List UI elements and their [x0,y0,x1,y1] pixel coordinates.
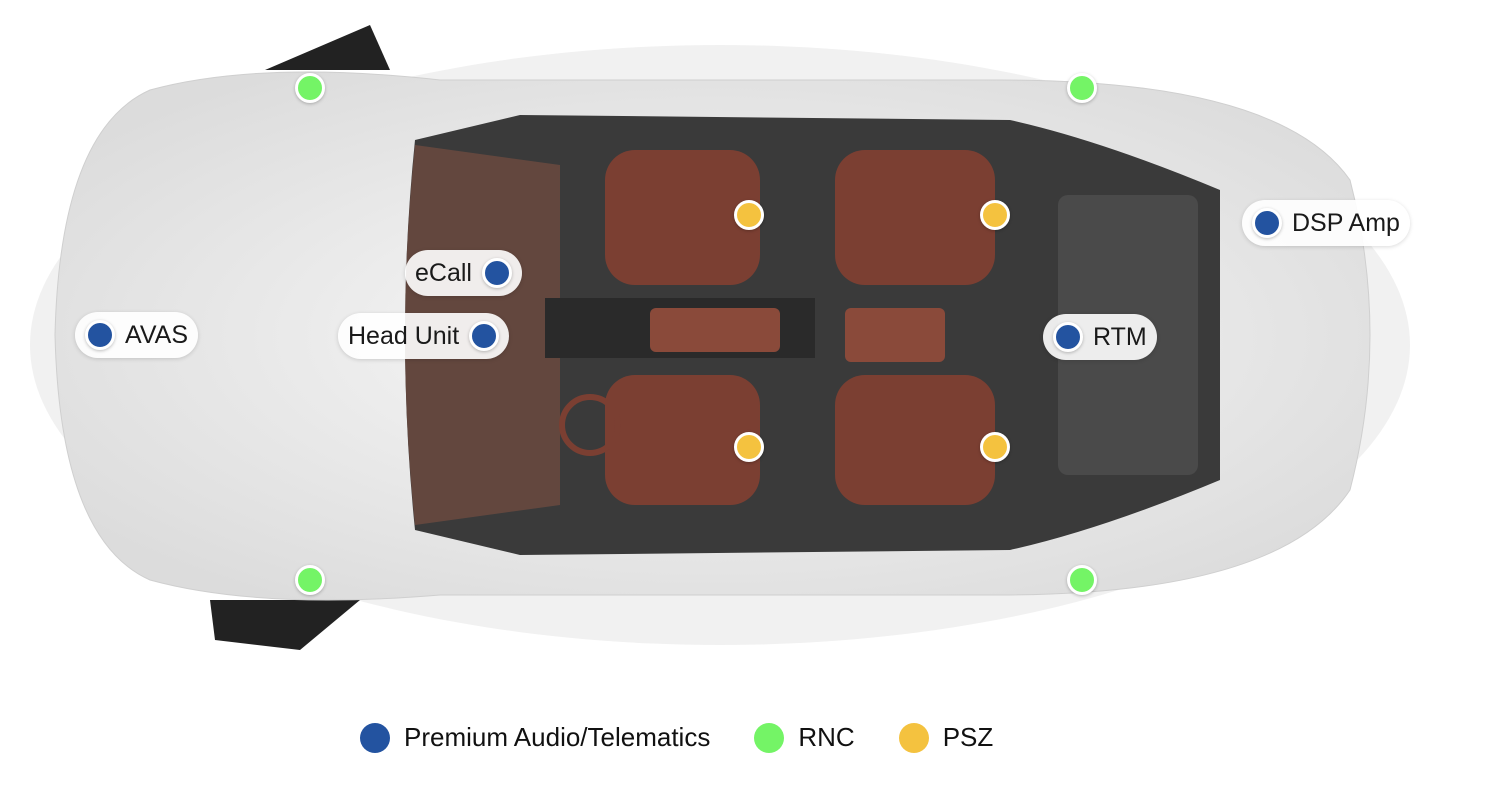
psz-marker-rear-left[interactable] [980,200,1010,230]
legend-item-psz[interactable]: PSZ [898,722,994,753]
car-top-view [30,25,1410,650]
dsp-amp-dot [1252,208,1282,238]
dsp-amp-label: DSP Amp [1292,208,1400,237]
head-unit-dot [469,321,500,351]
legend-label: RNC [798,722,855,752]
rnc-marker-rear-left[interactable] [1067,73,1097,103]
head-unit-label: Head Unit [348,321,460,350]
armrest-rear [845,308,945,362]
mirror-left [265,25,390,70]
avas-marker[interactable]: AVAS [75,312,198,358]
ecall-dot [481,258,512,288]
steering-wheel [559,394,621,456]
mirror-right [210,600,360,650]
ecall-label: eCall [415,258,472,287]
rtm-label: RTM [1093,322,1147,351]
avas-dot [85,320,115,350]
legend-swatch-psz [898,722,929,753]
psz-marker-rear-right[interactable] [980,432,1010,462]
avas-label: AVAS [125,320,188,349]
rnc-marker-front-left[interactable] [295,73,325,103]
legend-item-rnc[interactable]: RNC [754,722,855,753]
rnc-marker-rear-right[interactable] [1067,565,1097,595]
ecall-marker[interactable]: eCall [405,250,522,296]
dsp-amp-marker[interactable]: DSP Amp [1242,200,1410,246]
psz-marker-front-left[interactable] [734,200,764,230]
rtm-dot [1053,322,1083,352]
psz-marker-front-right[interactable] [734,432,764,462]
legend: Premium Audio/Telematics RNC PSZ [360,722,1037,753]
seats [605,150,995,505]
legend-item-premium[interactable]: Premium Audio/Telematics [360,722,710,753]
rnc-marker-front-right[interactable] [295,565,325,595]
rtm-marker[interactable]: RTM [1043,314,1157,360]
armrest-front [650,308,780,352]
legend-label: Premium Audio/Telematics [404,722,711,752]
legend-swatch-rnc [754,722,785,753]
head-unit-marker[interactable]: Head Unit [338,313,510,359]
legend-label: PSZ [942,722,994,752]
legend-swatch-premium [360,722,390,753]
